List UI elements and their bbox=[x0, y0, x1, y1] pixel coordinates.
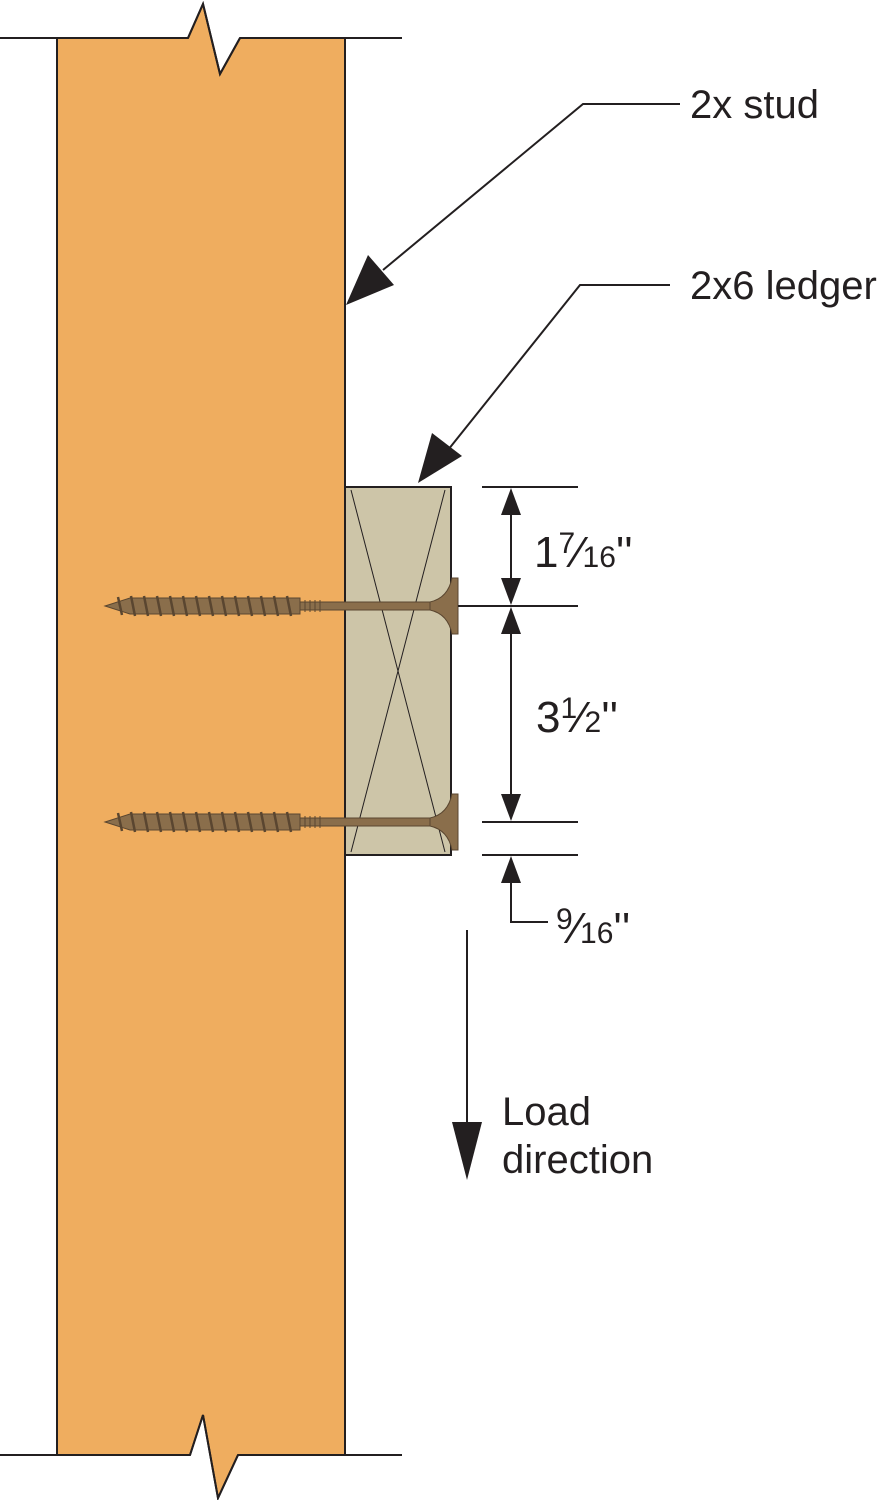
load-direction-arrow bbox=[452, 930, 482, 1180]
dimension-lines bbox=[458, 486, 578, 923]
dimension-top-edge: 17⁄16'' bbox=[534, 527, 633, 577]
stud-2x bbox=[56, 0, 346, 1500]
load-label-line1: Load bbox=[502, 1090, 591, 1134]
arrow-icon bbox=[501, 578, 521, 605]
load-label-line2: direction bbox=[502, 1138, 653, 1182]
arrow-icon bbox=[501, 607, 521, 634]
ledger-leader bbox=[418, 284, 670, 483]
break-line-icon bbox=[189, 1414, 239, 1500]
ledger-label: 2x6 ledger bbox=[690, 264, 877, 308]
dimension-bottom-edge: 9⁄16'' bbox=[556, 903, 630, 953]
stud-label: 2x stud bbox=[690, 83, 819, 127]
dimension-between-screws: 31⁄2'' bbox=[536, 692, 618, 742]
break-line-icon bbox=[187, 0, 241, 77]
dimension-arrows bbox=[501, 488, 521, 883]
arrow-icon bbox=[452, 1122, 482, 1180]
arrow-icon bbox=[501, 856, 521, 883]
arrow-icon bbox=[501, 488, 521, 515]
arrow-icon bbox=[501, 794, 521, 821]
arrow-icon bbox=[346, 255, 394, 305]
stud-leader bbox=[346, 103, 680, 305]
ledger-2x6 bbox=[344, 486, 452, 856]
arrow-icon bbox=[418, 433, 462, 483]
